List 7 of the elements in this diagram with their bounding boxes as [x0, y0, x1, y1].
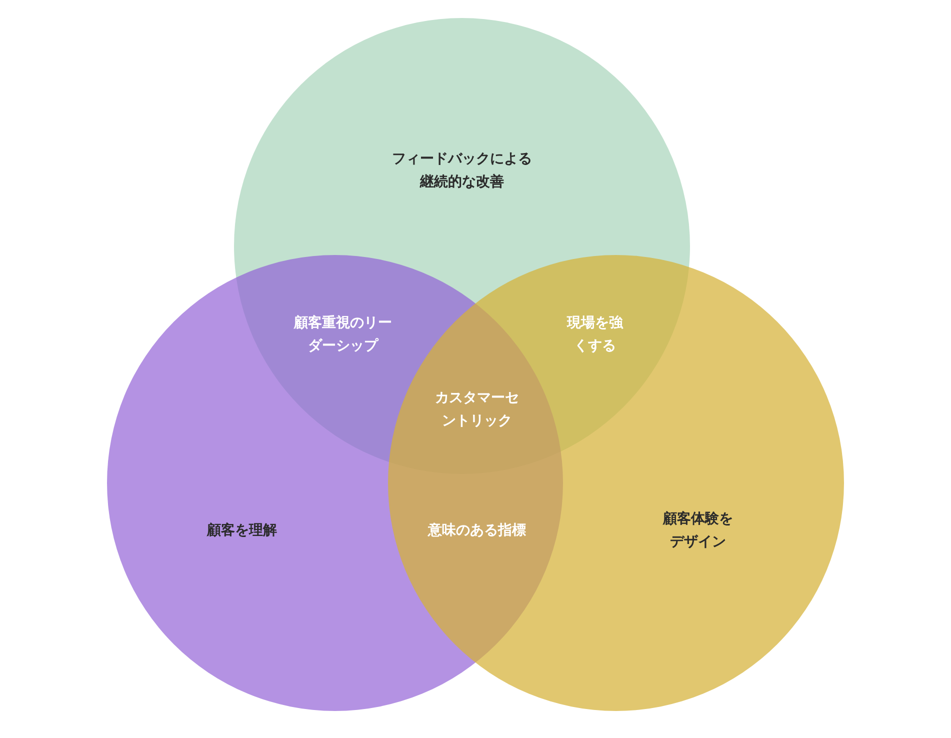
circle-label: 顧客を理解: [206, 521, 278, 540]
circle-label: 顧客体験をデザイン: [662, 510, 734, 552]
overlap-label: 意味のある指標: [426, 521, 527, 540]
overlap-label: カスタマーセントリック: [434, 388, 520, 431]
overlap-label: 現場を強くする: [566, 314, 624, 356]
circle-label: フィードバックによる継続的な改善: [391, 150, 533, 192]
overlap-label: 顧客重視のリーダーシップ: [292, 314, 393, 356]
